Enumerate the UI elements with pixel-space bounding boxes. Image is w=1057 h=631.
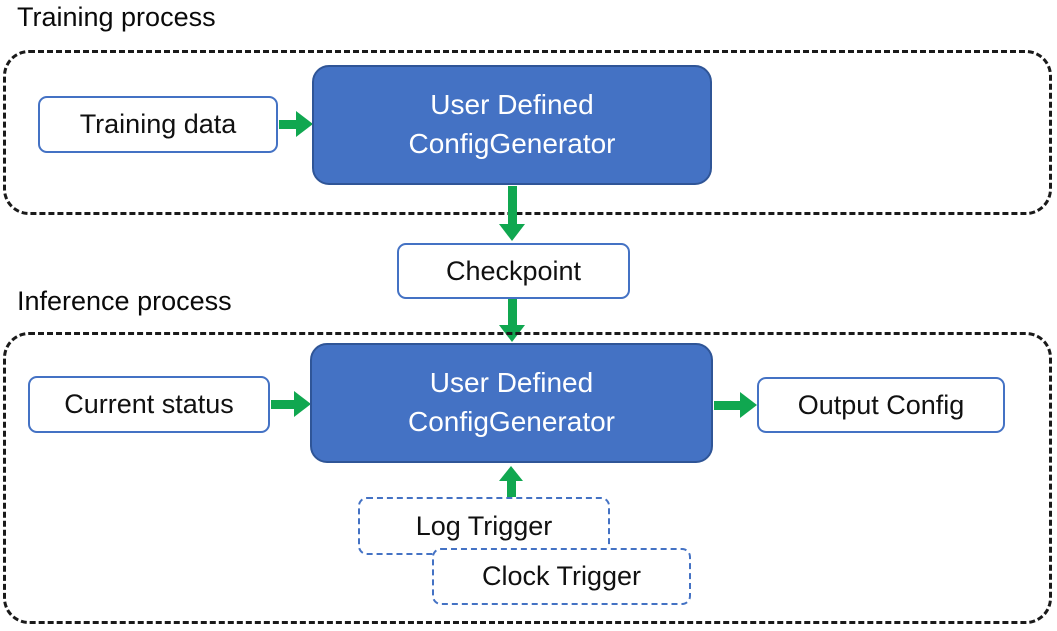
arrow-head: [294, 391, 311, 417]
arrow-shaft: [507, 299, 517, 325]
config-generator-line2: ConfigGenerator: [408, 128, 616, 159]
arrow-head: [499, 466, 523, 481]
arrow-head: [296, 111, 313, 137]
arrow-generator-to-checkpoint: [499, 186, 525, 241]
arrow-shaft: [507, 186, 517, 224]
arrow-shaft: [271, 399, 294, 409]
arrow-shaft: [714, 400, 740, 410]
log-trigger-node: Log Trigger: [358, 497, 610, 555]
clock-trigger-node: Clock Trigger: [432, 548, 691, 605]
arrow-shaft: [506, 481, 516, 497]
config-generator-line1: User Defined: [429, 367, 594, 399]
arrow-head: [499, 224, 525, 241]
config-generator-inference-node: User Defined ConfigGenerator: [310, 343, 713, 463]
output-config-label: Output Config: [797, 389, 965, 420]
arrow-head: [740, 392, 757, 418]
clock-trigger-label: Clock Trigger: [481, 561, 642, 591]
inference-process-label: Inference process: [17, 286, 232, 316]
arrow-training-data-to-generator: [279, 111, 313, 137]
output-config-node: Output Config: [757, 377, 1005, 433]
config-generator-line2: ConfigGenerator: [407, 406, 615, 437]
config-generator-training-node: User Defined ConfigGenerator: [312, 65, 712, 185]
current-status-label: Current status: [64, 389, 234, 419]
arrow-generator-to-output-config: [714, 392, 757, 418]
inference-process-container: [3, 332, 1052, 624]
training-data-node: Training data: [38, 96, 278, 153]
training-data-label: Training data: [79, 109, 237, 139]
config-generator-line1: User Defined: [430, 89, 594, 121]
training-process-container: [3, 50, 1052, 215]
arrow-current-status-to-generator: [271, 391, 311, 417]
arrow-shaft: [279, 119, 296, 129]
checkpoint-label: Checkpoint: [445, 255, 582, 286]
arrow-triggers-to-generator: [498, 466, 524, 497]
log-trigger-label: Log Trigger: [415, 510, 553, 541]
training-process-label: Training process: [17, 2, 216, 32]
current-status-node: Current status: [28, 376, 270, 433]
checkpoint-node: Checkpoint: [397, 243, 630, 299]
